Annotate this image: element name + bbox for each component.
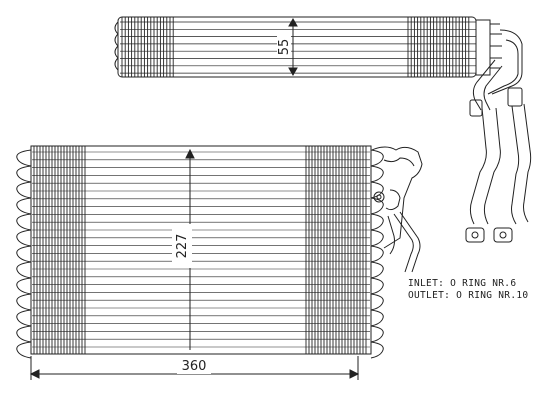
pipe-long-2 — [511, 105, 520, 225]
width-arrow-right — [349, 369, 360, 379]
inlet-note: INLET: O RING NR.6 — [408, 278, 516, 289]
pipe-end-hole-1 — [471, 231, 479, 239]
top-view-pipe-outlet — [491, 29, 523, 95]
front-view-fins-right — [305, 146, 367, 354]
front-view-left-tubes — [16, 149, 32, 359]
pipe-long-2b — [523, 103, 532, 223]
width-label: 360 — [182, 359, 207, 374]
front-view-bolt — [373, 191, 385, 203]
top-view: 55 — [114, 16, 523, 117]
height-label: 227 — [175, 234, 190, 259]
top-view-fins-left — [121, 17, 174, 77]
front-view-right-tubes — [370, 149, 384, 359]
top-view-header — [475, 19, 491, 76]
front-view-pipe-a — [399, 211, 421, 273]
top-view-tubes — [120, 21, 476, 74]
front-view-flange — [385, 189, 401, 211]
depth-arrow-bottom — [288, 67, 298, 77]
front-view: 227 360 — [16, 103, 532, 380]
front-view-manifold — [371, 146, 423, 249]
top-view-fins-right — [407, 17, 470, 77]
top-view-fitting — [507, 87, 523, 107]
front-view-manifold-detail — [383, 157, 415, 167]
top-view-left-caps — [114, 21, 119, 71]
pipe-end-fitting-1 — [465, 227, 485, 243]
front-view-tubes — [32, 151, 370, 348]
outlet-note: OUTLET: O RING NR.10 — [408, 290, 528, 301]
top-view-pipe-outlet-inner — [487, 39, 519, 95]
pipe-end-fitting-2 — [493, 227, 513, 243]
depth-label: 55 — [277, 39, 292, 56]
height-arrow-top — [185, 148, 195, 159]
pipe-long-1 — [469, 107, 487, 225]
front-view-pipe-b — [387, 215, 395, 255]
depth-arrow-top — [288, 17, 298, 27]
pipe-long-1b — [483, 107, 501, 225]
pipe-end-hole-2 — [499, 231, 507, 239]
width-arrow-left — [29, 369, 40, 379]
front-view-bolt-core — [376, 194, 382, 200]
top-view-header-lines — [490, 23, 502, 69]
front-view-core — [30, 145, 372, 355]
front-view-fins-left — [33, 146, 86, 354]
front-view-pipe-a-inner — [393, 213, 414, 273]
top-view-pipe-inlet-inner — [483, 65, 503, 111]
